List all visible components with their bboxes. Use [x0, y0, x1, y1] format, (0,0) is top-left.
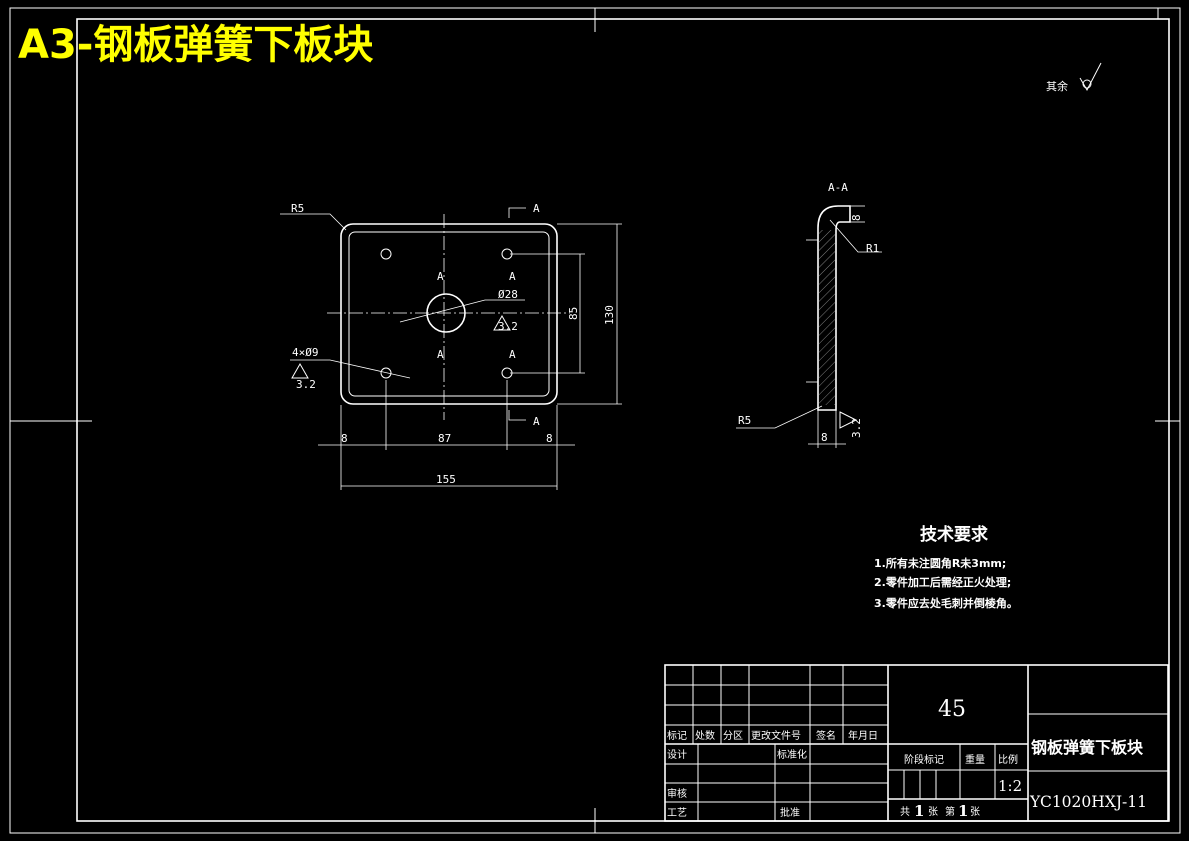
section-view: A-A 8 R1 R5 8 3.2 [736, 181, 882, 448]
tb-weight: 重量 [965, 753, 985, 766]
dim-hole-spacing-y: 85 [567, 307, 580, 320]
hole-label-a2: A [509, 270, 516, 283]
requirement-item-1: 1.所有未注圆角R未3mm; [874, 556, 1006, 570]
hole-label-a3: A [437, 348, 444, 361]
inner-border [76, 18, 1170, 822]
title-block: 标记 处数 分区 更改文件号 签名 年月日 设计 标准化 审核 工艺 批准 45… [664, 664, 1169, 822]
section-title: A-A [828, 181, 848, 194]
tb-sheets-unit: 张 [928, 806, 938, 818]
section-bottom-radius: R5 [738, 414, 751, 427]
plate-inner-edge [348, 231, 550, 397]
center-hole-rough: 3.2 [498, 320, 518, 333]
tb-sheet-no-prefix: 第 [945, 805, 955, 818]
section-rough: 3.2 [850, 418, 863, 438]
center-hole [426, 293, 466, 333]
center-hole-dia: Ø28 [498, 288, 518, 301]
tb-row-approve: 批准 [780, 806, 800, 819]
dim-edge-left: 8 [341, 432, 348, 445]
hole-label-a4: A [509, 348, 516, 361]
roughness-symbol-icon [839, 411, 858, 429]
holes-dia-label: 4×Ø9 [292, 346, 319, 359]
tb-material: 45 [938, 697, 966, 722]
roughness-symbol-icon [493, 314, 511, 331]
tb-sheet-no-unit: 张 [970, 806, 980, 818]
tb-scale: 1:2 [998, 777, 1022, 795]
holes-rough-label: 3.2 [296, 378, 316, 391]
tb-scale-label: 比例 [998, 753, 1018, 766]
tb-part-name: 钢板弹簧下板块 [1031, 738, 1144, 757]
tb-col-sign: 签名 [816, 729, 836, 742]
requirement-item-2: 2.零件加工后需经正火处理; [874, 575, 1011, 589]
section-marker-bottom: A [533, 415, 540, 428]
section-dim-top: 8 [850, 214, 863, 221]
surface-note-label: 其余 [1046, 79, 1068, 93]
tb-sheets-total-prefix: 共 [900, 806, 910, 818]
dim-total-width: 155 [436, 473, 456, 486]
tb-drawing-no: YC1020HXJ-11 [1029, 793, 1147, 811]
corner-radius-label: R5 [291, 202, 304, 215]
tb-row-standard: 标准化 [777, 748, 807, 761]
plate-outline [340, 223, 558, 405]
roughness-symbol-icon [291, 362, 309, 379]
front-view: R5 A A A A A A Ø28 3.2 4×Ø9 3.2 8 87 8 1… [280, 202, 622, 490]
tb-col-date: 年月日 [848, 729, 878, 742]
requirement-item-3: 3.零件应去处毛刺并倒棱角。 [874, 596, 1018, 610]
section-bend-radius: R1 [866, 242, 879, 255]
mount-hole-bl [380, 367, 392, 379]
tb-stage-mark: 阶段标记 [904, 753, 944, 766]
tb-row-review: 审核 [667, 787, 687, 800]
section-hatch [819, 230, 835, 405]
mount-hole-tl [380, 248, 392, 260]
hole-label-a1: A [437, 270, 444, 283]
tb-col-count: 处数 [695, 729, 715, 742]
tb-col-mark: 标记 [667, 730, 687, 742]
section-marker-top: A [533, 202, 540, 215]
tb-col-doc: 更改文件号 [751, 729, 801, 742]
section-dim-bottom: 8 [821, 431, 828, 444]
tech-requirements: 技术要求 1.所有未注圆角R未3mm; 2.零件加工后需经正火处理; 3.零件应… [874, 524, 1018, 610]
sheet-title: A3-钢板弹簧下板块 [18, 22, 373, 68]
tb-row-process: 工艺 [667, 807, 687, 819]
dim-edge-right: 8 [546, 432, 553, 445]
tb-sheet-no: 1 [958, 802, 968, 820]
dim-hole-spacing-x: 87 [438, 432, 451, 445]
tb-sheets: 共 1 张 第 1 张 [900, 802, 980, 820]
requirements-heading: 技术要求 [920, 524, 988, 545]
roughness-symbol-icon [1079, 62, 1102, 92]
outer-border [9, 7, 1181, 834]
tb-row-design: 设计 [667, 748, 687, 761]
dim-total-height: 130 [603, 305, 616, 325]
tb-sheets-total: 1 [914, 802, 924, 820]
tb-col-zone: 分区 [723, 730, 743, 742]
